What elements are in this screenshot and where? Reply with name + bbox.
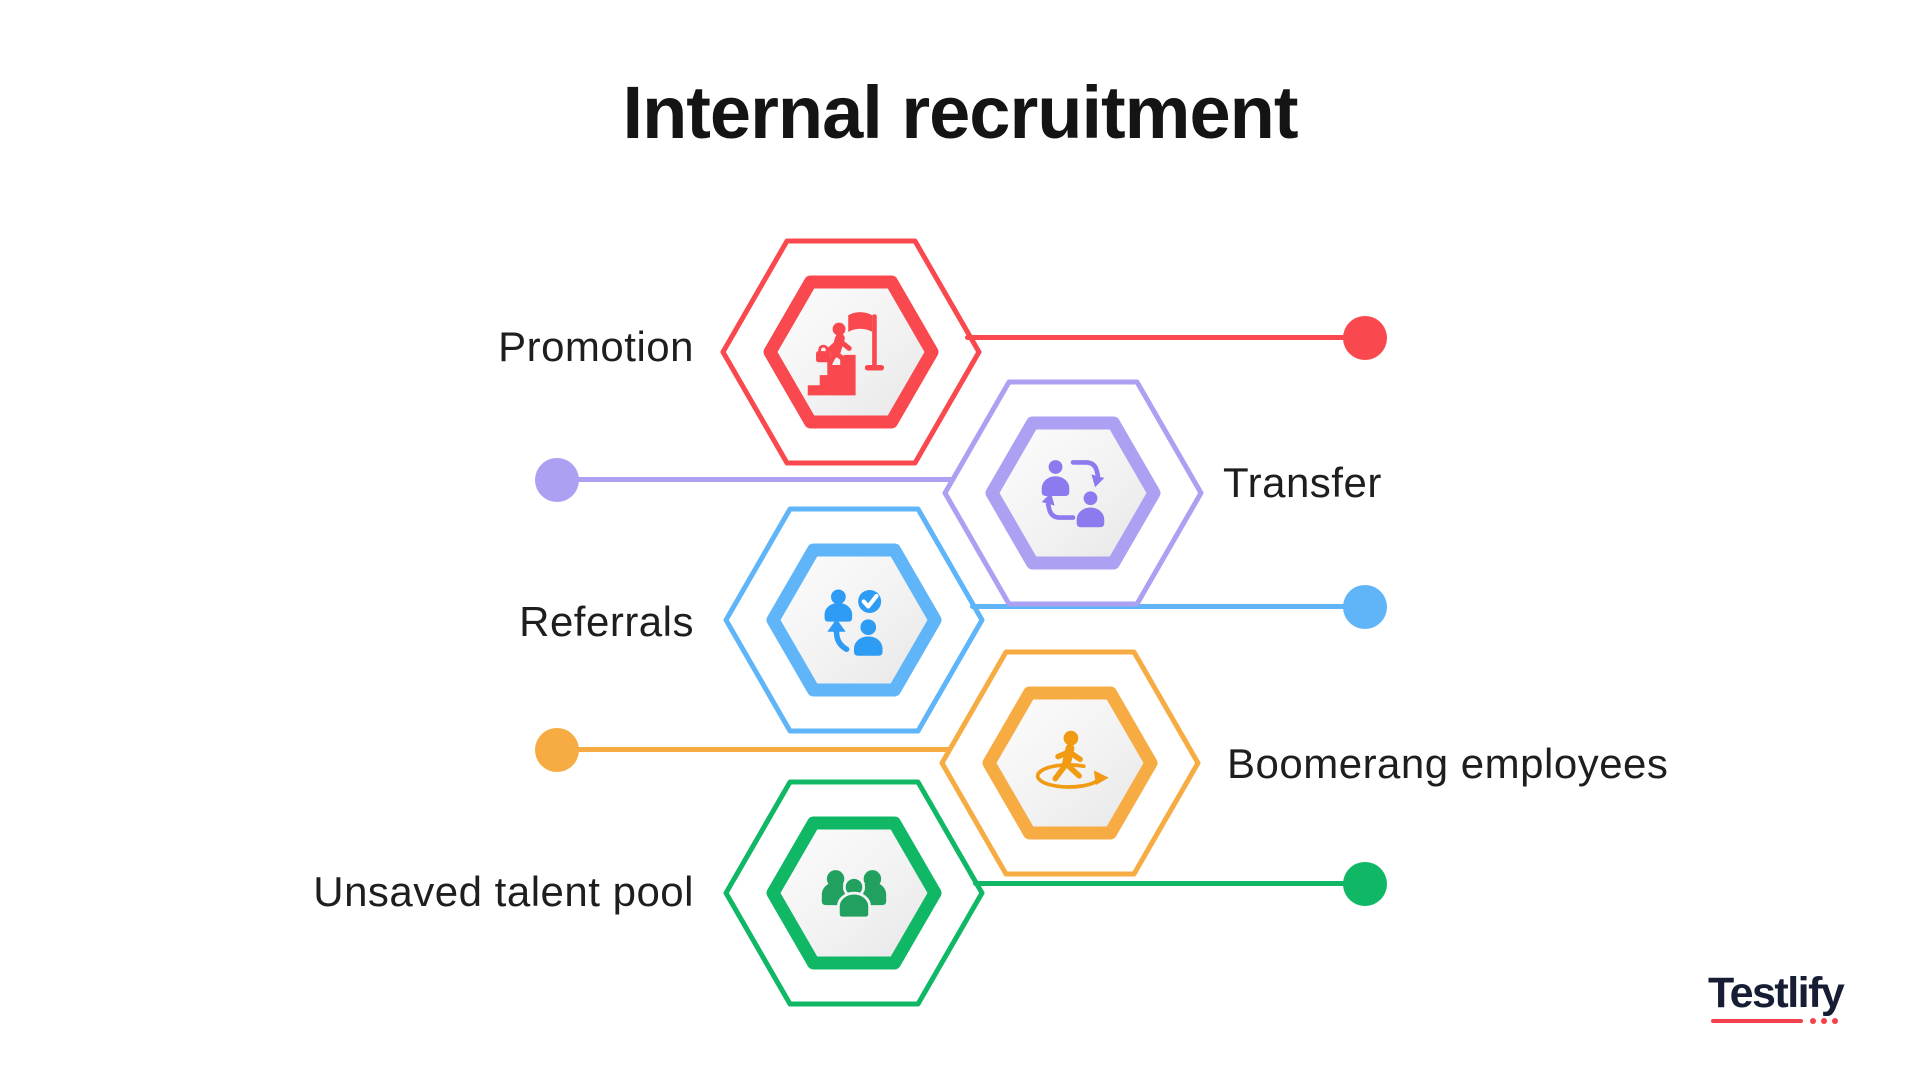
testlify-logo-underline xyxy=(1711,1019,1803,1023)
people-swap-arrows-icon xyxy=(1041,460,1105,528)
label-boomerang-employees: Boomerang employees xyxy=(1227,740,1669,787)
person-return-loop-icon xyxy=(1035,730,1109,789)
testlify-logo-dot xyxy=(1821,1018,1827,1024)
people-check-referral-icon xyxy=(824,589,883,656)
career-stairs-flag-icon xyxy=(807,312,885,396)
hex-outline xyxy=(720,238,982,466)
hex-ring xyxy=(766,543,942,697)
talent-pool-hexagon xyxy=(719,773,989,1013)
testlify-logo-text: Testlify xyxy=(1708,969,1845,1017)
boomerang-hexagon xyxy=(935,643,1205,883)
hex-outline xyxy=(723,779,985,1007)
boomerang-endpoint-dot xyxy=(535,728,579,772)
hex-ring xyxy=(763,275,939,429)
hex-outline xyxy=(942,379,1204,607)
label-transfer: Transfer xyxy=(1223,459,1382,506)
transfer-endpoint-dot xyxy=(535,458,579,502)
hex-outline xyxy=(939,649,1201,877)
promotion-hexagon xyxy=(716,232,986,472)
testlify-logo-dot xyxy=(1832,1018,1838,1024)
referrals-connector-line xyxy=(970,604,1365,609)
hex-outline xyxy=(723,506,985,734)
label-unsaved-talent-pool: Unsaved talent pool xyxy=(313,868,694,915)
hex-ring xyxy=(985,416,1161,570)
label-referrals: Referrals xyxy=(519,598,694,645)
transfer-connector-line xyxy=(557,477,955,482)
testlify-logo: Testlify xyxy=(1708,972,1898,1032)
promotion-connector-line xyxy=(965,335,1365,340)
people-group-icon xyxy=(821,870,887,920)
promotion-endpoint-dot xyxy=(1343,316,1387,360)
page-title: Internal recruitment xyxy=(622,71,1299,154)
label-promotion: Promotion xyxy=(498,323,694,370)
boomerang-connector-line xyxy=(557,747,952,752)
referrals-endpoint-dot xyxy=(1343,585,1387,629)
transfer-hexagon xyxy=(938,373,1208,613)
referrals-hexagon xyxy=(719,500,989,740)
talent-pool-connector-line xyxy=(973,881,1365,886)
talent-pool-endpoint-dot xyxy=(1343,862,1387,906)
testlify-logo-dot xyxy=(1810,1018,1816,1024)
